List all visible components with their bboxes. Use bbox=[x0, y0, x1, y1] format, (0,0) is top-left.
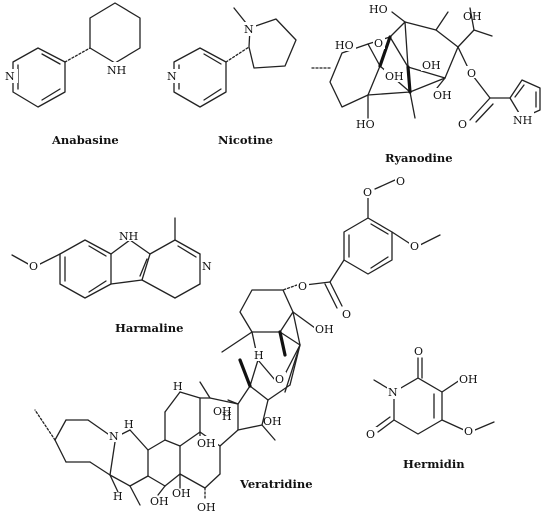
anabasine-name: Anabasine bbox=[51, 133, 119, 147]
harmaline-atom-n: N bbox=[202, 260, 212, 273]
ryanodine-atom-oh1: HO bbox=[369, 3, 388, 16]
nicotine-atom-n1: N bbox=[167, 70, 177, 83]
ryanodine-atom-nh: NH bbox=[513, 114, 532, 127]
ryanodine-atom-o2: O bbox=[467, 67, 476, 80]
veratridine-atom-o-bridge: O bbox=[275, 373, 284, 386]
veratridine-atom-o5: O bbox=[342, 308, 351, 321]
veratridine-atom-o2: O bbox=[363, 186, 372, 199]
veratridine-atom-oh1: OH bbox=[315, 323, 334, 336]
veratridine-atom-oh6: OH bbox=[197, 501, 216, 514]
hermidin-atom-o3: O bbox=[464, 425, 473, 438]
veratridine-atom-n: N bbox=[109, 430, 119, 443]
veratridine-atom-h4: H bbox=[124, 418, 134, 431]
anabasine-atom-n1: N bbox=[5, 70, 15, 83]
ryanodine-atom-o3: O bbox=[458, 118, 467, 131]
ryanodine-structure: HO OH HO O OH OH OH HO O O NH Ryanodine bbox=[311, 3, 541, 165]
veratridine-atom-o4: O bbox=[298, 280, 307, 293]
anabasine-structure: N NH Anabasine bbox=[4, 2, 141, 147]
veratridine-atom-oh7: OH bbox=[263, 415, 282, 428]
veratridine-atom-oh4: OH bbox=[150, 495, 169, 508]
veratridine-name: Veratridine bbox=[239, 477, 313, 491]
nicotine-atom-n2: N bbox=[244, 23, 254, 36]
hermidin-atom-n: N bbox=[388, 386, 398, 399]
ryanodine-atom-oh3: HO bbox=[335, 39, 354, 52]
veratridine-atom-h3: H bbox=[173, 380, 183, 393]
hermidin-atom-o2: O bbox=[366, 428, 375, 441]
harmaline-atom-nh: NH bbox=[119, 230, 138, 243]
veratridine-atom-o3: O bbox=[410, 240, 419, 253]
nicotine-name: Nicotine bbox=[218, 133, 273, 147]
veratridine-atom-oh5: OH bbox=[172, 487, 191, 500]
hermidin-atom-o1: O bbox=[414, 345, 423, 358]
nicotine-structure: N N Nicotine bbox=[166, 7, 297, 147]
harmaline-name: Harmaline bbox=[115, 321, 183, 335]
ryanodine-atom-oh5: OH bbox=[385, 70, 404, 83]
veratridine-atom-h2: H bbox=[222, 410, 232, 423]
ryanodine-name: Ryanodine bbox=[385, 151, 453, 165]
hermidin-name: Hermidin bbox=[403, 457, 465, 471]
harmaline-structure: NH O N Harmaline bbox=[11, 217, 213, 335]
ryanodine-atom-o1: O bbox=[374, 37, 383, 50]
ryanodine-atom-oh7: HO bbox=[356, 118, 375, 131]
ryanodine-atom-oh6: OH bbox=[433, 89, 452, 102]
harmaline-atom-o: O bbox=[29, 260, 38, 273]
ryanodine-atom-oh4: OH bbox=[422, 59, 441, 72]
hermidin-atom-oh: OH bbox=[459, 373, 478, 386]
ryanodine-atom-oh2: OH bbox=[463, 10, 482, 23]
hermidin-structure: O OH N O O Hermidin bbox=[365, 344, 495, 471]
veratridine-atom-h1: H bbox=[254, 349, 264, 362]
anabasine-stereo-hash bbox=[64, 47, 91, 63]
veratridine-structure: O O O O O OH H O H H OH OH H N H OH OH O… bbox=[34, 174, 441, 514]
anabasine-atom-n2: NH bbox=[107, 64, 126, 77]
veratridine-atom-o1: O bbox=[396, 175, 405, 188]
veratridine-atom-oh2: OH bbox=[197, 437, 216, 450]
veratridine-atom-h5: H bbox=[113, 490, 123, 503]
veratridine-atom-oh3: OH bbox=[213, 405, 232, 418]
